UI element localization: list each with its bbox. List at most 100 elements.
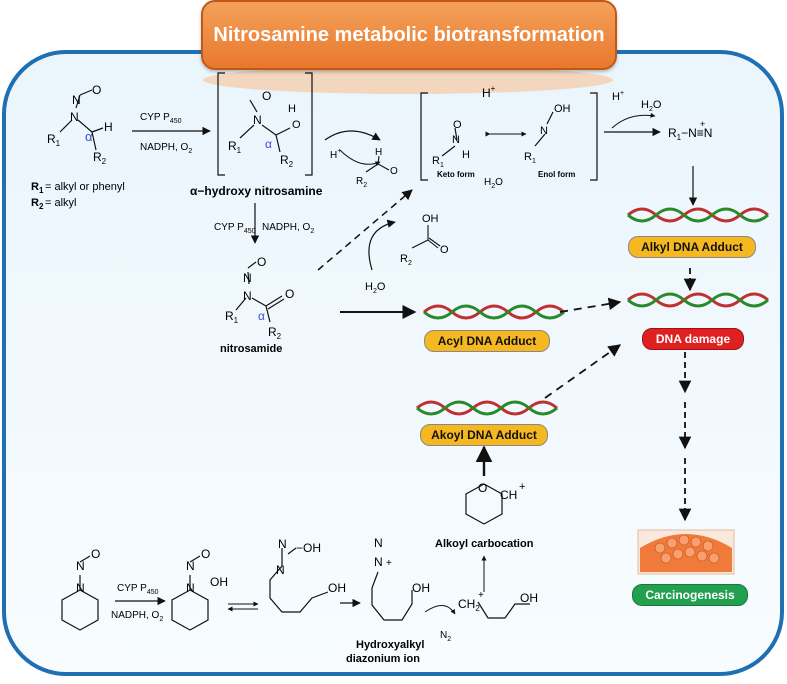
arrow-aldehyde <box>339 149 381 166</box>
keto-enol-bracket <box>420 92 598 181</box>
carbocation-o: O <box>478 481 487 495</box>
piperidine-nn: N <box>76 559 85 573</box>
arrow-to-keto <box>324 130 381 141</box>
enol-oh: OH <box>554 103 571 115</box>
nitrosamide-structure <box>235 261 285 323</box>
akoyl-dna-adduct-pill: Akoyl DNA Adduct <box>420 424 548 446</box>
cofactor-label-1: NADPH, O2 <box>140 142 192 155</box>
atom-h: H <box>104 120 113 134</box>
hp-oh: OH <box>210 575 228 589</box>
enzyme-label-1: CYP P450 <box>140 112 182 125</box>
acid-o: O <box>440 244 449 256</box>
enol-n: N <box>540 125 548 137</box>
piperidine-o: O <box>91 547 100 561</box>
r2-definition: = alkyl <box>45 197 77 209</box>
carbocation-charge: + <box>519 481 525 493</box>
water-2: H2O <box>641 99 662 113</box>
nitrosamide-n2: N <box>243 289 252 303</box>
enzyme-label-2: CYP P450 <box>214 222 256 235</box>
dashed-akoyl-to-damage <box>544 344 622 399</box>
open-chain-1 <box>269 547 329 613</box>
enzyme-label-3: CYP P450 <box>117 583 159 596</box>
dashed-arrow-to-keto <box>317 189 413 271</box>
keto-water: H2O <box>484 177 503 190</box>
enol-form-label: Enol form <box>538 170 575 179</box>
carcinogenesis-pill: Carcinogenesis <box>632 584 748 606</box>
ch2-charge: + <box>478 590 484 601</box>
cofactor-label-3: NADPH, O2 <box>111 610 163 623</box>
chain-oh: OH <box>520 591 538 605</box>
arrow-water-loss <box>611 112 656 129</box>
n2-label: N2 <box>440 630 451 643</box>
nitrosamide-n1: N <box>243 271 252 285</box>
h-plus-1: H+ <box>330 148 341 161</box>
dna-helix-alkyl <box>627 207 769 223</box>
atom-o-int: O <box>262 89 271 103</box>
nitrosamide-alpha: α <box>258 309 265 323</box>
dz-n2: N <box>374 555 383 569</box>
arrow-hydrolysis <box>368 219 396 271</box>
tumor-tissue-image <box>637 529 735 575</box>
dashed-acyl-to-damage <box>559 297 622 313</box>
oc1-nn: N <box>276 563 285 577</box>
hydroxyalkyl-label-2: diazonium ion <box>346 653 420 665</box>
arrow-n2-loss <box>424 605 456 615</box>
atom-n2: N <box>70 110 79 124</box>
alpha-hydroxy-label: α−hydroxy nitrosamine <box>190 184 323 198</box>
hp-nn: N <box>186 559 195 573</box>
dna-helix-damage <box>627 292 769 308</box>
aldehyde-structure <box>365 155 390 173</box>
hydroxyalkyl-label-1: Hydroxyalkyl <box>356 639 424 651</box>
alpha-symbol: α <box>85 129 93 144</box>
aldehyde-r2: R2 <box>356 176 367 189</box>
diazonium-chain <box>371 571 413 621</box>
atom-o-int2: O <box>292 119 301 131</box>
oc1-oh: −OH <box>296 541 321 555</box>
enol-r1: R1 <box>524 151 536 165</box>
oc1-terminal-oh: OH <box>328 581 346 595</box>
page-title: Nitrosamine metabolic biotransformation <box>201 0 617 70</box>
ch2-label: CH2 <box>458 597 480 613</box>
alkoyl-carbocation-label: Alkoyl carbocation <box>435 538 534 550</box>
atom-h-int: H <box>288 103 296 115</box>
water-3: H2O <box>365 281 386 295</box>
r1-definition: = alkyl or phenyl <box>45 181 125 193</box>
dz-oh: OH <box>412 581 430 595</box>
acyl-dna-adduct-pill: Acyl DNA Adduct <box>424 330 550 352</box>
main-panel <box>2 50 784 676</box>
alkyl-dna-adduct-pill: Alkyl DNA Adduct <box>628 236 756 258</box>
acid-r2: R2 <box>400 253 412 267</box>
atom-n: N <box>72 93 81 107</box>
nitrosamine-structure <box>59 89 104 151</box>
keto-o: O <box>453 119 462 131</box>
hp-n: N <box>186 581 195 595</box>
carbocation-chain <box>477 601 530 619</box>
nitrosamide-o2: O <box>285 287 294 301</box>
piperidine-ring <box>61 555 99 631</box>
dna-damage-pill: DNA damage <box>642 328 744 350</box>
acid-oh: OH <box>422 213 439 225</box>
diazonium-charge: + <box>700 119 705 129</box>
keto-h: H <box>462 149 470 161</box>
alpha-int: α <box>265 137 272 151</box>
aldehyde-h: H <box>375 147 382 158</box>
hp-o: O <box>201 547 210 561</box>
atom-n-int: N <box>253 113 262 127</box>
oc1-n: N <box>278 537 287 551</box>
keto-r1: R1 <box>432 155 444 169</box>
dna-helix-acyl <box>423 304 565 320</box>
dz-charge: + <box>386 558 392 569</box>
cofactor-label-2: NADPH, O2 <box>262 222 314 235</box>
dna-helix-akoyl <box>416 400 558 416</box>
hydroxy-piperidine <box>171 555 209 631</box>
aldehyde-o: O <box>390 166 398 177</box>
nitrosamide-label: nitrosamide <box>220 343 282 355</box>
diazonium-formula: R1−N≡N <box>668 126 712 142</box>
keto-n: N <box>452 134 460 146</box>
atom-o: O <box>92 83 101 97</box>
carbocation-ch: CH <box>500 488 517 502</box>
nitrosamide-o: O <box>257 255 266 269</box>
piperidine-n: N <box>76 581 85 595</box>
